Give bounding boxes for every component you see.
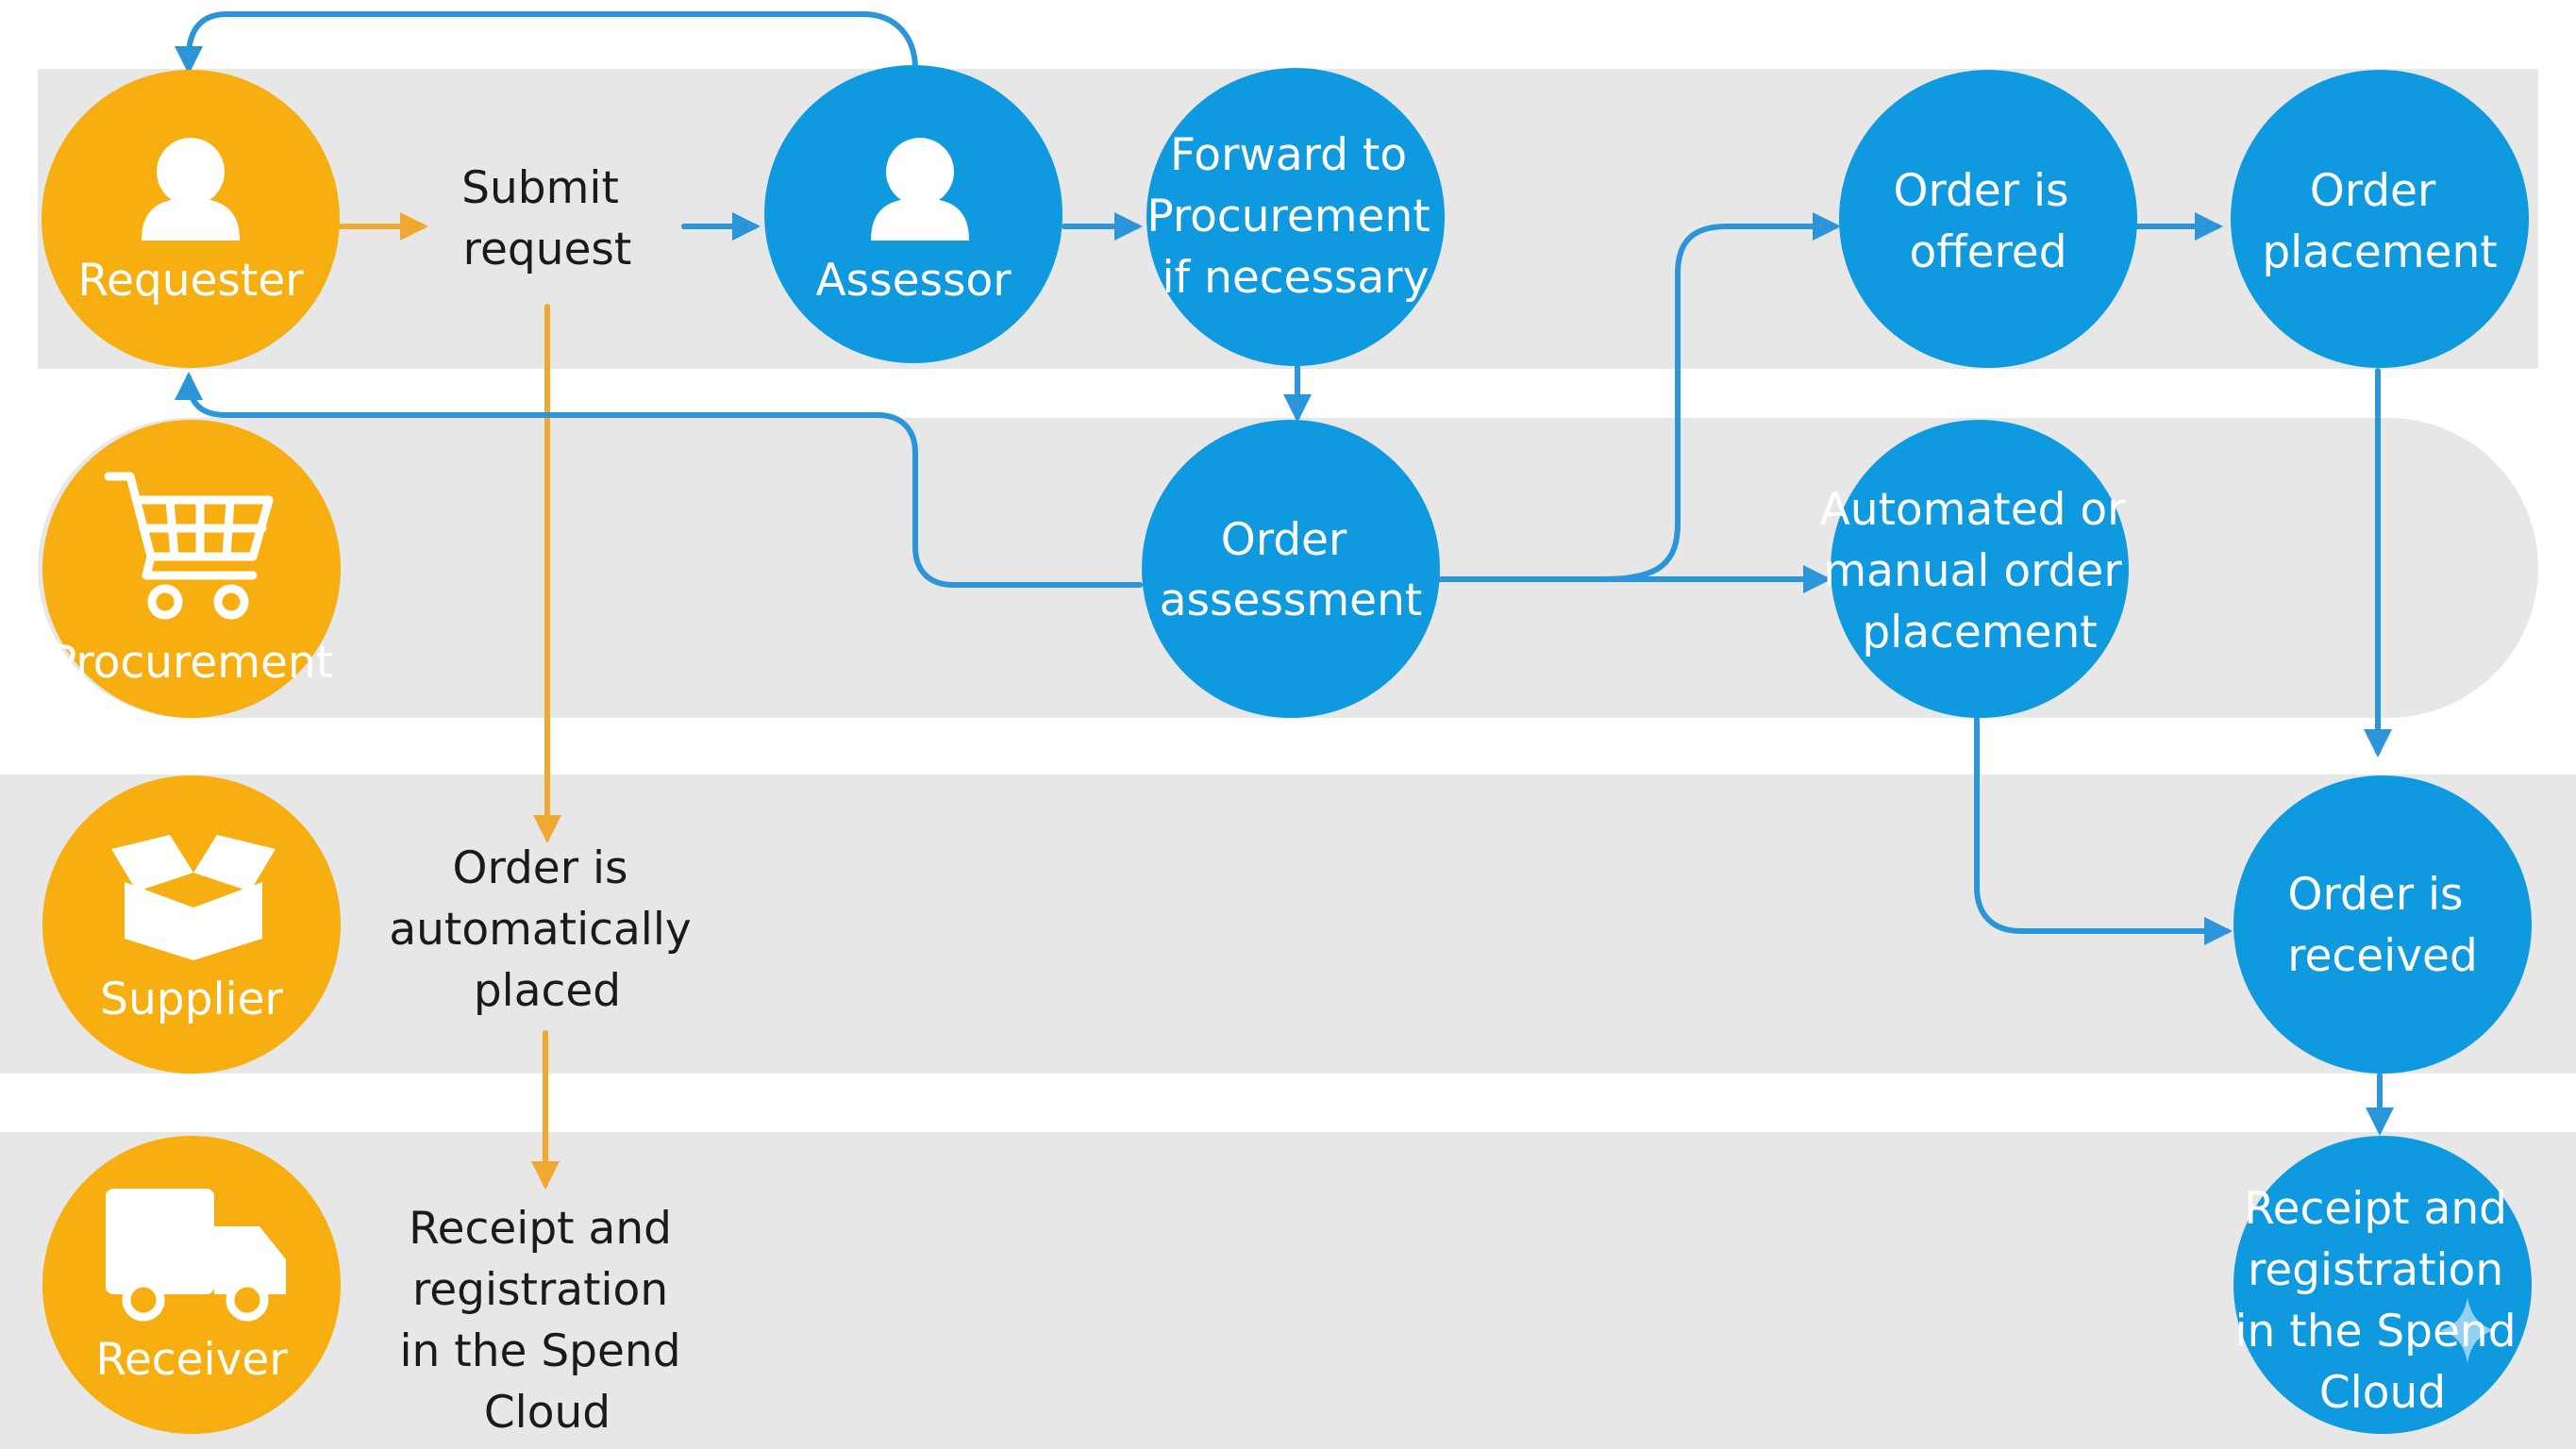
submit-request-line1: Submit bbox=[461, 162, 619, 214]
offered-line2: offered bbox=[1909, 226, 2066, 278]
person-icon bbox=[871, 138, 969, 241]
received-circle bbox=[2233, 775, 2532, 1074]
auto-placed-line2: automatically bbox=[389, 904, 691, 956]
automated-line1: Automated or bbox=[1820, 484, 2127, 536]
received-line1: Order is bbox=[2287, 869, 2463, 921]
auto-placed-line3: placed bbox=[474, 965, 621, 1017]
actor-receiver: Receiver bbox=[42, 1136, 341, 1434]
placement-line1: Order bbox=[2310, 165, 2436, 217]
arrow-assessment-to-requester bbox=[175, 372, 1143, 588]
placement-text: Order placement bbox=[2262, 165, 2497, 278]
step-order-offered: Order is offered bbox=[1839, 70, 2137, 368]
offered-line1: Order is bbox=[1893, 165, 2068, 217]
assessment-circle bbox=[1142, 420, 1440, 718]
step-order-received: Order is received bbox=[2233, 775, 2532, 1074]
step-automated-manual-placement: Automated or manual order placement bbox=[1820, 420, 2140, 718]
requester-label: Requester bbox=[77, 255, 304, 307]
placement-line2: placement bbox=[2262, 226, 2497, 278]
arrow-assessment-to-offered bbox=[1601, 212, 1841, 582]
person-icon bbox=[142, 138, 240, 241]
automated-line2: manual order bbox=[1823, 545, 2122, 597]
offered-circle bbox=[1839, 70, 2137, 368]
receipt-left-line2: registration bbox=[412, 1264, 668, 1316]
receipt-right-line2: registration bbox=[2248, 1244, 2503, 1296]
step-order-placement: Order placement bbox=[2231, 70, 2529, 368]
received-text: Order is received bbox=[2287, 869, 2478, 982]
forward-line3: if necessary bbox=[1163, 252, 1430, 304]
open-box-icon bbox=[111, 835, 276, 960]
receipt-right-line4: Cloud bbox=[2319, 1367, 2446, 1419]
automated-circle bbox=[1831, 420, 2129, 718]
auto-placed-line1: Order is bbox=[452, 842, 627, 894]
actor-procurement: Procurement bbox=[42, 420, 341, 718]
forward-line2: Procurement bbox=[1146, 191, 1430, 242]
arrow-automated-to-received bbox=[1974, 716, 2233, 945]
automated-text: Automated or manual order placement bbox=[1820, 484, 2140, 658]
procurement-circle bbox=[42, 420, 341, 718]
receiver-label: Receiver bbox=[95, 1334, 288, 1386]
actor-requester: Requester bbox=[42, 70, 340, 368]
forward-circle bbox=[1146, 68, 1445, 366]
shopping-cart-icon bbox=[104, 472, 274, 620]
receipt-left-line4: Cloud bbox=[484, 1387, 611, 1439]
receipt-right-line1: Receipt and bbox=[2244, 1183, 2507, 1235]
connectors bbox=[175, 11, 2394, 1190]
actor-supplier: Supplier bbox=[42, 775, 341, 1074]
step-forward-to-procurement: Forward to Procurement if necessary bbox=[1146, 68, 1445, 366]
step-order-auto-placed: Order is automatically placed bbox=[389, 842, 705, 1017]
step-order-assessment: Order assessment bbox=[1142, 420, 1440, 718]
step-receipt-registration-blue: Receipt and registration in the Spend Cl… bbox=[2233, 1136, 2532, 1434]
step-assessor: Assessor bbox=[764, 65, 1062, 363]
assessor-label: Assessor bbox=[815, 255, 1012, 307]
assessment-text: Order assessment bbox=[1160, 514, 1423, 626]
supplier-label: Supplier bbox=[100, 974, 283, 1025]
delivery-truck-icon bbox=[106, 1189, 286, 1322]
forward-text: Forward to Procurement if necessary bbox=[1146, 129, 1444, 304]
receipt-circle bbox=[2233, 1136, 2532, 1434]
receipt-left-line1: Receipt and bbox=[409, 1203, 672, 1255]
arrow-assessor-to-requester bbox=[175, 11, 918, 75]
received-line2: received bbox=[2287, 930, 2478, 982]
assessment-line2: assessment bbox=[1160, 575, 1423, 626]
lane-supplier bbox=[0, 774, 2576, 1074]
placement-circle bbox=[2231, 70, 2529, 368]
offered-text: Order is offered bbox=[1893, 165, 2083, 278]
step-receipt-registration-text: Receipt and registration in the Spend Cl… bbox=[399, 1203, 694, 1439]
assessment-line1: Order bbox=[1221, 514, 1347, 566]
sparkle-icon bbox=[2439, 1297, 2496, 1363]
forward-line1: Forward to bbox=[1170, 129, 1407, 181]
step-submit-request: Submit request bbox=[461, 162, 633, 275]
lane-receiver bbox=[0, 1132, 2576, 1449]
receipt-left-line3: in the Spend bbox=[399, 1325, 680, 1377]
submit-request-line2: request bbox=[463, 224, 632, 275]
procurement-label: Procurement bbox=[50, 637, 333, 689]
automated-line3: placement bbox=[1862, 607, 2097, 658]
